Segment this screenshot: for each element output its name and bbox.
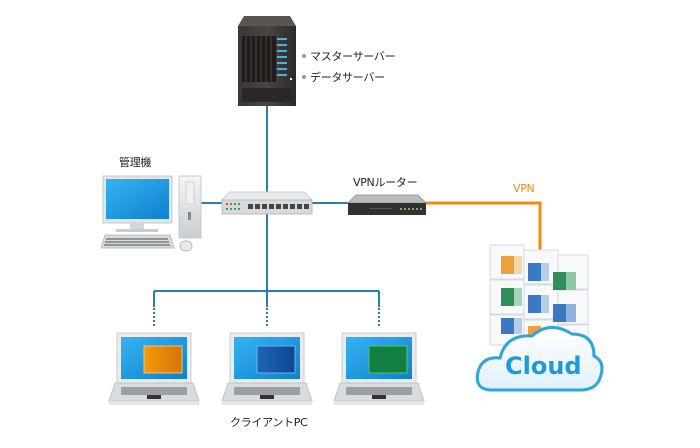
vpn-link-label: VPN: [513, 182, 535, 195]
server-role-label-2: データサーバー: [302, 69, 385, 85]
bullet-icon: [302, 75, 306, 79]
vpn-router-icon: [346, 194, 428, 215]
cloud-label: Cloud: [505, 352, 582, 380]
server-role-text: マスターサーバー: [310, 50, 396, 63]
admin-pc-label: 管理機: [119, 156, 152, 169]
laptop-icon: [333, 332, 425, 405]
bullet-icon: [302, 54, 306, 58]
cloud-server-stack-icon: [489, 244, 589, 352]
lan-connections: [153, 105, 380, 328]
client-laptops: [108, 332, 425, 405]
server-role-text: データサーバー: [310, 71, 385, 84]
vpn-line: [425, 201, 542, 256]
server-icon: [238, 16, 296, 106]
vpn-router-label: VPNルーター: [353, 176, 418, 189]
network-switch-icon: [220, 191, 314, 215]
clients-label: クライアントPC: [230, 416, 308, 429]
laptop-icon: [108, 332, 200, 405]
cloud-icon: [475, 326, 604, 392]
laptop-icon: [221, 332, 313, 405]
server-role-label-1: マスターサーバー: [302, 48, 396, 64]
admin-pc-icon: [100, 175, 202, 252]
